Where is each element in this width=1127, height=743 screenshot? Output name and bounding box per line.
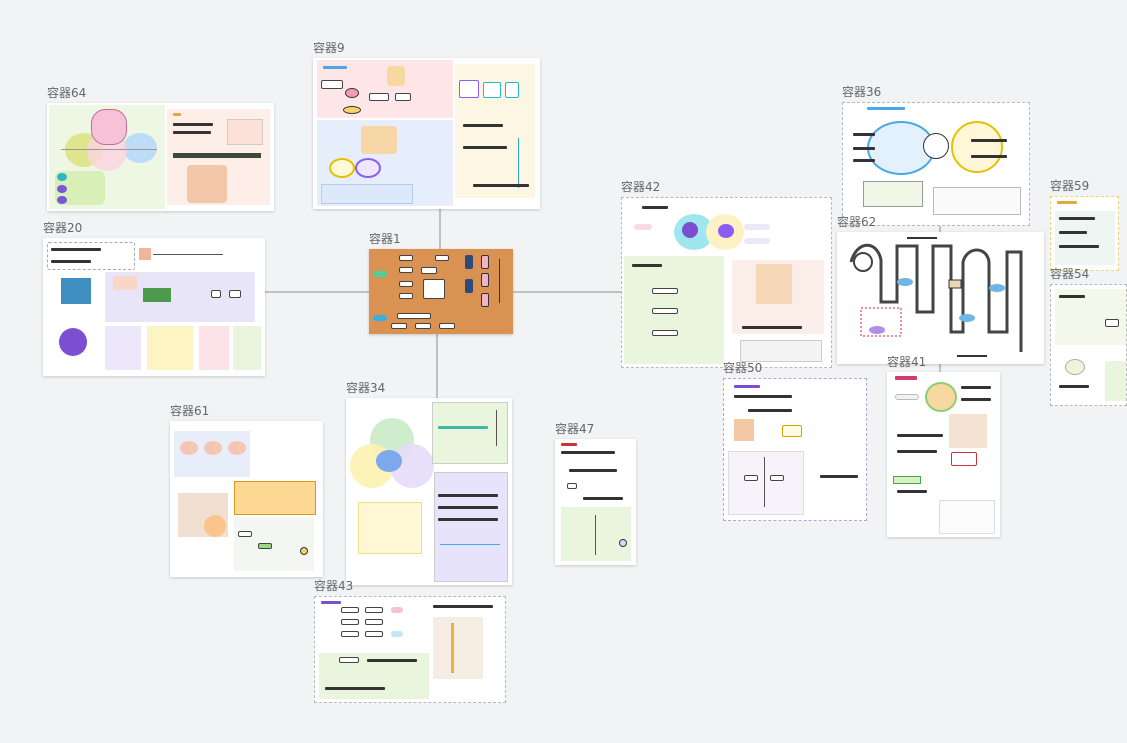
container-50[interactable]: 容器50 — [723, 361, 867, 521]
container-20[interactable]: 容器20 — [43, 221, 265, 376]
nephron-diagram — [849, 237, 1023, 357]
mindmap-card[interactable] — [621, 197, 832, 368]
container-59[interactable]: 容器59 — [1050, 179, 1119, 271]
container-label: 容器20 — [43, 221, 83, 235]
container-61[interactable]: 容器61 — [170, 404, 323, 577]
mindmap-card[interactable] — [555, 439, 636, 565]
mindmap-card[interactable] — [1050, 284, 1127, 406]
mindmap-card[interactable] — [313, 58, 540, 209]
container-label: 容器59 — [1050, 179, 1090, 193]
mindmap-card[interactable] — [1050, 196, 1119, 271]
container-43[interactable]: 容器43 — [314, 579, 506, 703]
container-54[interactable]: 容器54 — [1050, 267, 1127, 406]
container-label: 容器41 — [887, 355, 927, 369]
container-41[interactable]: 容器41 — [887, 355, 1000, 537]
container-34[interactable]: 容器34 — [346, 381, 512, 585]
anatomy-card[interactable] — [837, 232, 1044, 364]
container-1[interactable]: 容器1 — [369, 232, 513, 334]
container-label: 容器1 — [369, 232, 401, 246]
container-36[interactable]: 容器36 — [842, 85, 1030, 226]
mindmap-card[interactable] — [170, 421, 323, 577]
mindmap-card[interactable] — [369, 249, 513, 334]
container-9[interactable]: 容器9 — [313, 41, 540, 209]
container-64[interactable]: 容器64 — [47, 86, 274, 211]
container-label: 容器61 — [170, 404, 210, 418]
container-label: 容器34 — [346, 381, 386, 395]
mindmap-card[interactable] — [842, 102, 1030, 226]
container-label: 容器62 — [837, 215, 877, 229]
container-label: 容器42 — [621, 180, 661, 194]
container-label: 容器50 — [723, 361, 763, 375]
mindmap-card[interactable] — [723, 378, 867, 521]
container-label: 容器36 — [842, 85, 882, 99]
container-label: 容器47 — [555, 422, 595, 436]
mindmap-card[interactable] — [43, 238, 265, 376]
venn-card[interactable] — [346, 398, 512, 585]
mindmap-card[interactable] — [47, 103, 274, 211]
container-label: 容器54 — [1050, 267, 1090, 281]
container-label: 容器64 — [47, 86, 87, 100]
container-42[interactable]: 容器42 — [621, 180, 832, 368]
container-label: 容器43 — [314, 579, 354, 593]
mindmap-card[interactable] — [887, 372, 1000, 537]
container-47[interactable]: 容器47 — [555, 422, 636, 565]
container-62[interactable]: 容器62 — [837, 215, 1044, 364]
container-label: 容器9 — [313, 41, 345, 55]
mindmap-card[interactable] — [314, 596, 506, 703]
